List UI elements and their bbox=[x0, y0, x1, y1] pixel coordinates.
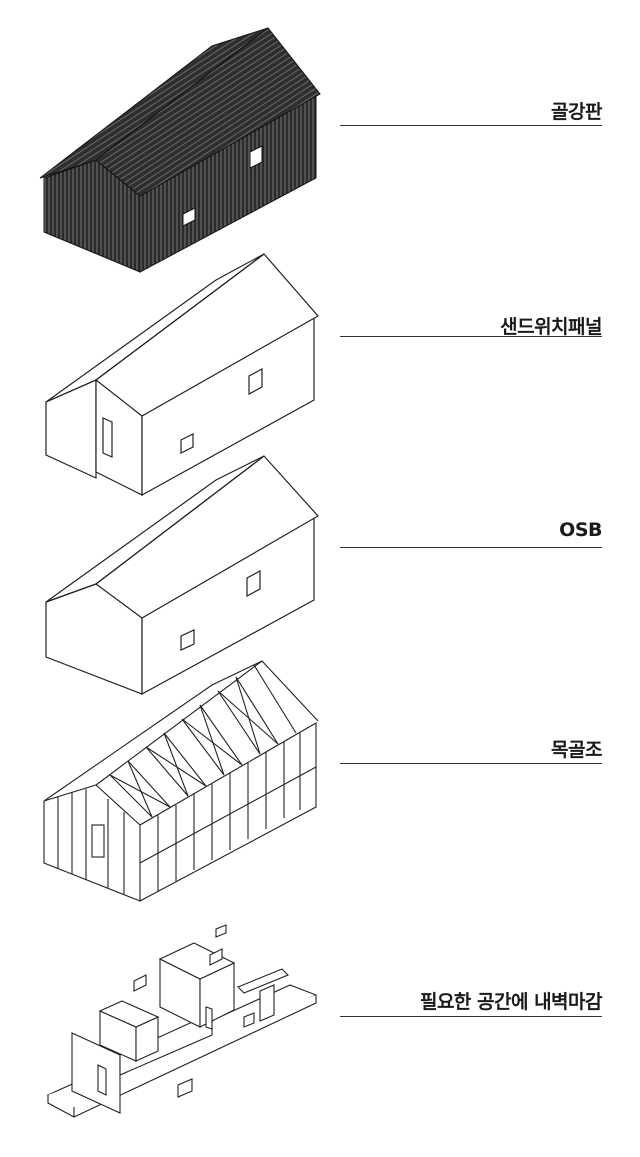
layer-corrugated-steel: 골강판 bbox=[0, 0, 640, 280]
sandwich-panel-house-drawing bbox=[45, 253, 319, 497]
layer-label: OSB bbox=[559, 519, 602, 541]
layer-label: 골강판 bbox=[551, 101, 602, 123]
leader-line bbox=[340, 547, 602, 548]
timber-frame-house-drawing bbox=[43, 660, 319, 902]
layer-label: 필요한 공간에 내벽마감 bbox=[419, 991, 603, 1013]
leader-line bbox=[340, 125, 602, 126]
leader-line bbox=[340, 1016, 602, 1017]
interior-walls-floor-plan-drawing bbox=[46, 924, 318, 1118]
corrugated-steel-house-drawing bbox=[39, 27, 321, 273]
layer-label: 샌드위치패널 bbox=[500, 316, 602, 338]
leader-line bbox=[340, 336, 602, 337]
layer-interior-walls: 필요한 공간에 내벽마감 bbox=[0, 915, 640, 1145]
layer-osb: OSB bbox=[0, 452, 640, 700]
layer-timber-frame: 목골조 bbox=[0, 655, 640, 910]
layer-label: 목골조 bbox=[551, 739, 602, 761]
osb-house-drawing bbox=[45, 455, 319, 696]
leader-line bbox=[340, 763, 602, 764]
layer-sandwich-panel: 샌드위치패널 bbox=[0, 250, 640, 505]
